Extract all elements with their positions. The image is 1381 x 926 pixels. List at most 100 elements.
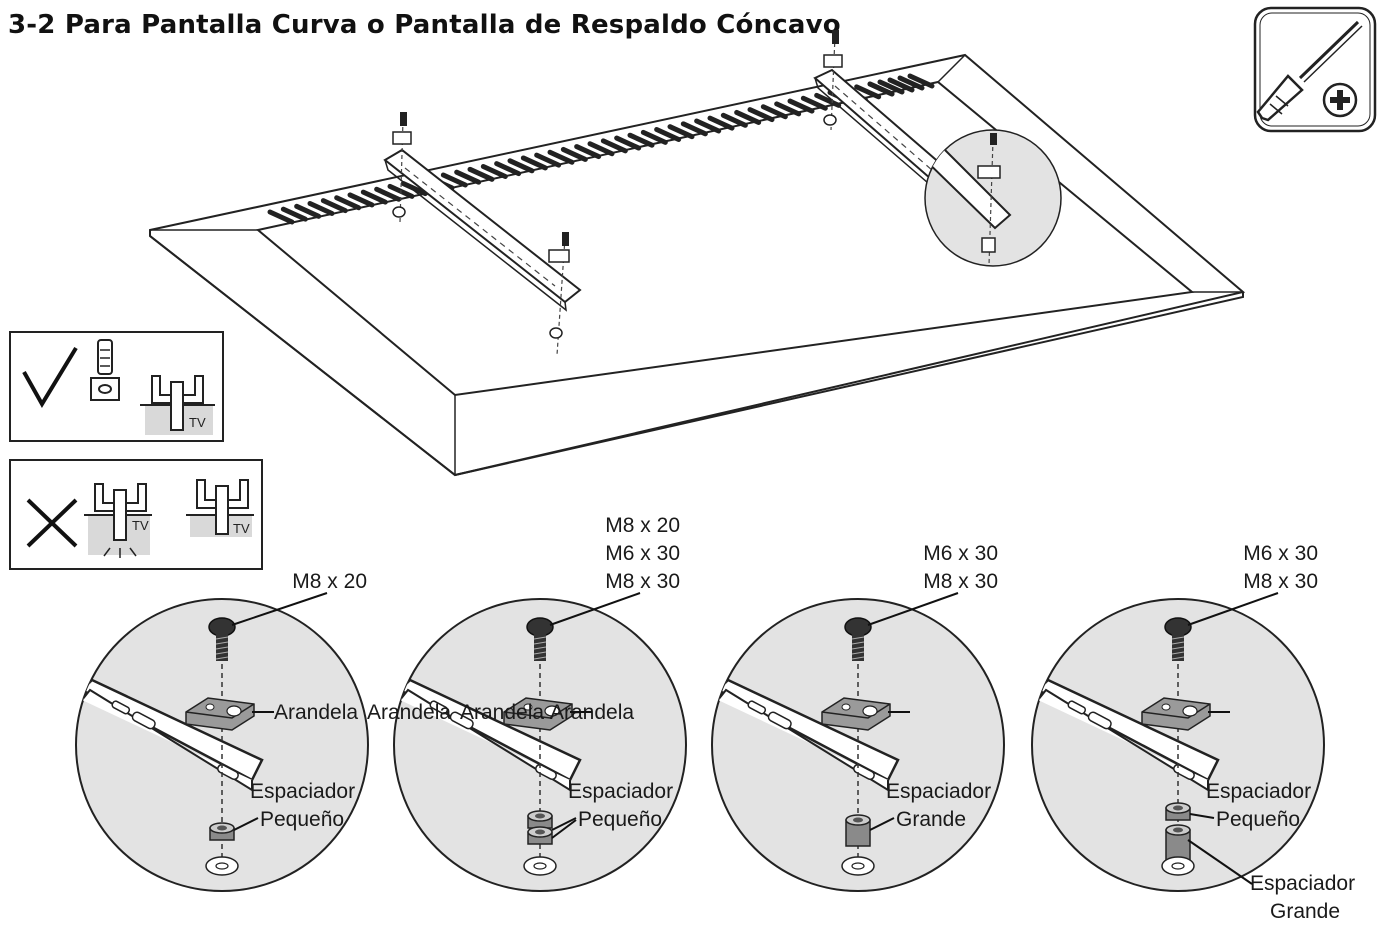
screw-size-label: M8 x 30	[1243, 570, 1318, 593]
hole-icon	[1161, 856, 1195, 876]
spacer-label: Grande	[1270, 900, 1340, 923]
screw-icon	[526, 617, 554, 661]
spacer-label: Espaciador	[568, 780, 673, 803]
detail-circle: M8 x 20 M6 x 30 M8 x 30 Arandela Arandela Ara…	[367, 514, 687, 892]
vent-slot	[854, 84, 882, 100]
vent-slot	[454, 169, 482, 185]
left-mounting-bracket	[383, 148, 582, 312]
vent-slot	[440, 172, 468, 188]
correct-installation-box: TV	[9, 331, 224, 442]
vent-slot	[360, 189, 388, 205]
vent-slot	[547, 149, 575, 165]
vent-slot	[494, 161, 522, 177]
vent-slot	[574, 144, 602, 160]
screw-icon	[1164, 617, 1192, 661]
incorrect-installation-box: TV TV	[9, 459, 263, 570]
screw-size-label: M8 x 30	[923, 570, 998, 593]
vent-slot	[654, 127, 682, 143]
vent-slot	[867, 81, 895, 97]
screw-icon	[208, 617, 236, 661]
vent-slot	[600, 138, 628, 154]
vent-slot	[507, 158, 535, 174]
spacer-label: Pequeño	[260, 808, 344, 831]
vent-slot	[320, 198, 348, 214]
vent-slot	[480, 163, 508, 179]
vent-slot	[374, 186, 402, 202]
tv-label: TV	[233, 521, 250, 536]
spacer-label: Espaciador	[1206, 780, 1311, 803]
vent-slot	[707, 115, 735, 131]
spacer-label: Grande	[896, 808, 966, 831]
spacer-icon	[845, 814, 871, 847]
tv-back-panel	[149, 53, 1246, 477]
vent-slot	[294, 203, 322, 219]
check-mark-icon	[22, 346, 78, 408]
vent-slot	[534, 152, 562, 168]
washer-label: Arandela	[274, 701, 358, 724]
spacer-label: Pequeño	[1216, 808, 1300, 831]
tv-label: TV	[132, 518, 149, 533]
page-title: 3-2 Para Pantalla Curva o Pantalla de Re…	[8, 10, 841, 40]
spacer-label: Pequeño	[578, 808, 662, 831]
vent-slot	[334, 195, 362, 211]
washer-label: Arandela	[550, 701, 634, 724]
spacer-label: Espaciador	[250, 780, 355, 803]
vent-slot	[667, 124, 695, 140]
vent-slot	[694, 118, 722, 134]
hole-icon	[523, 856, 557, 876]
screw-size-label: M8 x 30	[605, 570, 680, 593]
vent-slot	[887, 77, 915, 93]
vent-slot	[560, 146, 588, 162]
vent-slot	[680, 121, 708, 137]
washer-label: Arandela	[460, 701, 544, 724]
x-mark-icon	[26, 498, 78, 548]
washer-label: Arandela	[367, 701, 451, 724]
vent-slot	[640, 129, 668, 145]
vent-slot	[877, 79, 905, 95]
screw-size-label: M6 x 30	[923, 542, 998, 565]
screw-size-label: M8 x 20	[292, 570, 367, 593]
bracket-detail	[715, 678, 900, 792]
spacer-icon	[209, 822, 235, 841]
hole-icon	[205, 856, 239, 876]
vent-slot	[774, 101, 802, 117]
washer-icon	[503, 697, 573, 731]
vent-slot	[614, 135, 642, 151]
screw-icon	[392, 30, 843, 356]
screw-icon	[844, 617, 872, 661]
tv-label: TV	[189, 415, 206, 430]
vent-slot	[520, 155, 548, 171]
hole-icon	[841, 856, 875, 876]
spacer-label: Espaciador	[886, 780, 991, 803]
vent-slot	[907, 73, 935, 89]
screw-size-label: M8 x 20	[605, 514, 680, 537]
vent-slot	[267, 209, 295, 225]
vent-slot	[307, 200, 335, 216]
vent-slot	[734, 109, 762, 125]
vent-slot	[760, 104, 788, 120]
washer-icon	[185, 697, 255, 731]
spacer-icon	[1165, 802, 1191, 863]
spacer-icon	[527, 810, 553, 845]
screw-size-label: M6 x 30	[605, 542, 680, 565]
vent-slot	[720, 112, 748, 128]
screwdriver-plus-icon	[1253, 6, 1377, 133]
vent-slot	[467, 166, 495, 182]
washer-icon	[821, 697, 891, 731]
vent-slot	[787, 98, 815, 114]
zoom-detail-circle	[924, 129, 1062, 267]
vent-slot	[627, 132, 655, 148]
spacer-label: Espaciador	[1250, 872, 1355, 895]
vent-slot	[587, 141, 615, 157]
vent-slot	[747, 107, 775, 123]
vent-slot	[897, 75, 925, 91]
vent-slot	[800, 95, 828, 111]
vent-slot	[814, 92, 842, 108]
screw-size-label: M6 x 30	[1243, 542, 1318, 565]
vent-slot	[347, 192, 375, 208]
